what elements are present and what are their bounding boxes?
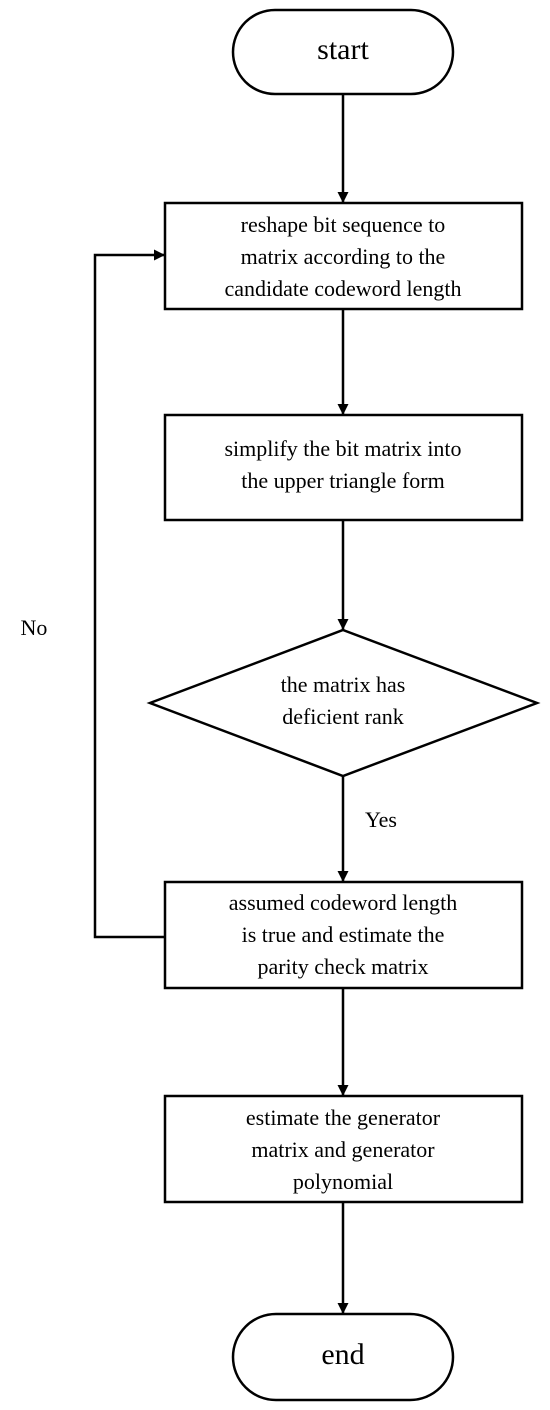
simplify-line-1: simplify the bit matrix into — [224, 436, 461, 461]
start-label: start — [317, 33, 369, 66]
assume-line-2: is true and estimate the — [242, 922, 445, 947]
reshape-line-2: matrix according to the — [241, 244, 446, 269]
arrow-feedback-no — [93, 249, 165, 939]
generator-line-3: polynomial — [293, 1169, 393, 1194]
start-node: start — [231, 8, 455, 96]
assume-line-1: assumed codeword length — [229, 890, 458, 915]
generator-step: estimate the generator matrix and genera… — [163, 1094, 524, 1204]
decision-node: the matrix has deficient rank — [146, 628, 541, 778]
generator-line-1: estimate the generator — [246, 1105, 441, 1130]
generator-line-2: matrix and generator — [251, 1137, 435, 1162]
simplify-step: simplify the bit matrix into the upper t… — [163, 413, 524, 522]
assume-line-3: parity check matrix — [257, 954, 428, 979]
reshape-step: reshape bit sequence to matrix according… — [163, 201, 524, 311]
assume-step: assumed codeword length is true and esti… — [163, 880, 524, 990]
decision-line-2: deficient rank — [282, 704, 404, 729]
decision-line-1: the matrix has — [281, 672, 406, 697]
end-node: end — [231, 1312, 455, 1402]
reshape-line-1: reshape bit sequence to — [241, 212, 446, 237]
simplify-line-2: the upper triangle form — [241, 468, 444, 493]
end-label: end — [321, 1338, 364, 1371]
reshape-line-3: candidate codeword length — [224, 276, 461, 301]
no-label: No — [21, 615, 48, 640]
yes-label: Yes — [365, 807, 397, 832]
